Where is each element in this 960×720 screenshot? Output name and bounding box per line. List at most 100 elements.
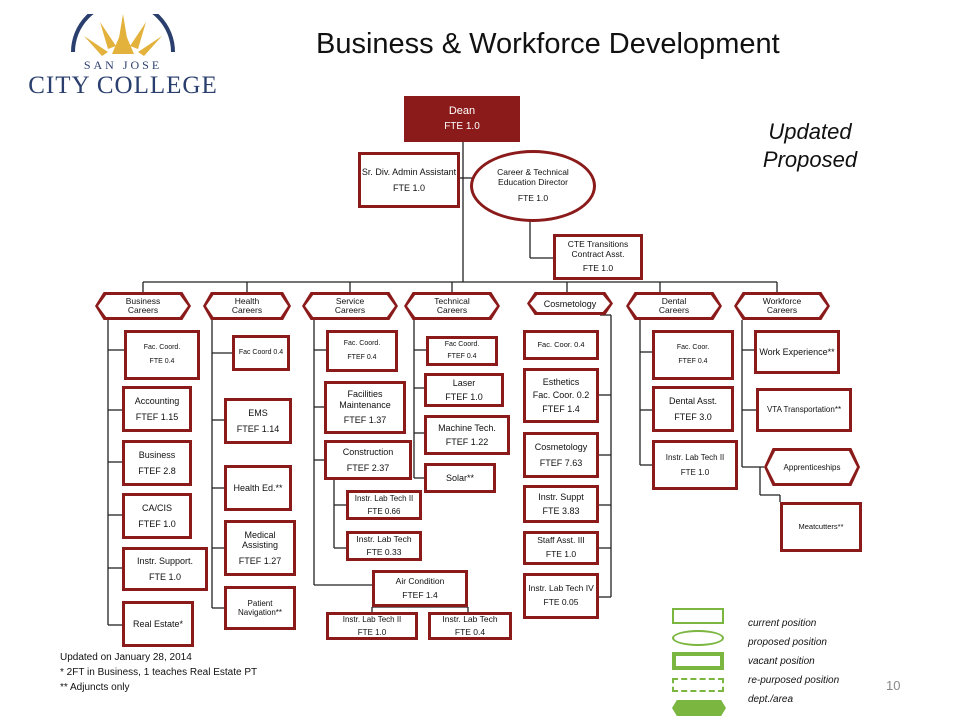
position-fte: FTEF 7.63 (539, 457, 583, 468)
position-title: Instr. Lab Tech II (342, 615, 402, 625)
position-title-2: Fac. Coor. 0.2 (532, 390, 590, 401)
position-fte: FTE 1.0 (545, 549, 577, 559)
admin-assistant-title: Sr. Div. Admin Assistant (361, 166, 457, 177)
position-title: EMS (248, 408, 268, 419)
position-fte: FTEF 1.37 (343, 415, 387, 426)
position-title: Dental Asst. (668, 396, 718, 407)
area-business-label: Business Careers (125, 295, 161, 315)
position-fte: FTEF 1.4 (542, 403, 580, 414)
workforce-work-experience: Work Experience** (754, 330, 840, 374)
position-title: Patient Navigation** (237, 598, 283, 617)
cosmetology-lab-tech-iv: Instr. Lab Tech IV FTE 0.05 (523, 573, 599, 619)
business-instr-support: Instr. Support. FTE 1.0 (122, 547, 208, 591)
cte-transitions-box: CTE Transitions Contract Asst. FTE 1.0 (553, 234, 643, 280)
position-title: CA/CIS (141, 503, 172, 514)
position-title: Laser (452, 377, 476, 388)
dean-fte: FTE 1.0 (444, 121, 480, 133)
technical-fac-coord: Fac Coord. FTEF 0.4 (426, 336, 498, 366)
area-dental-label: Dental Careers (658, 295, 690, 315)
position-fte: FTE 0.33 (366, 546, 402, 557)
workforce-meatcutters: Meatcutters** (780, 502, 862, 552)
college-logo: SAN JOSE CITY COLLEGE (28, 0, 218, 106)
updated-note: Updated on January 28, 2014 (60, 652, 192, 663)
legend-current-swatch (672, 608, 724, 624)
service-construction: Construction FTEF 2.37 (324, 440, 412, 480)
cosmetology-staff-asst: Staff Asst. III FTE 1.0 (523, 531, 599, 565)
area-service-label: Service Careers (334, 295, 366, 315)
business-business: Business FTEF 2.8 (122, 440, 192, 486)
health-patient-navigation: Patient Navigation** (224, 586, 296, 630)
stamp-line-1: Updated (768, 119, 852, 144)
dental-fac-coor: Fac. Coor. FTEF 0.4 (652, 330, 734, 380)
position-fte: FTE 1.0 (357, 627, 387, 637)
admin-assistant-box: Sr. Div. Admin Assistant FTE 1.0 (358, 152, 460, 208)
business-ca-cis: CA/CIS FTEF 1.0 (122, 493, 192, 539)
position-fte: FTEF 2.8 (138, 465, 176, 476)
position-fte: FTE 1.0 (148, 571, 181, 582)
page-number: 10 (886, 678, 901, 693)
position-title: Instr. Lab Tech II (665, 453, 725, 463)
position-fte: FTE 0.4 (454, 626, 486, 637)
position-title: Facilities Maintenance (339, 389, 391, 410)
position-fte: FTEF 1.27 (238, 555, 282, 566)
cte-director-title: Career & Technical Education Director (497, 167, 569, 188)
area-cosmetology: Cosmetology (527, 292, 613, 315)
position-title: Fac. Coor. (676, 344, 710, 352)
health-health-ed: Health Ed.** (224, 465, 292, 511)
position-title: Meatcutters** (798, 521, 844, 531)
status-stamp: Updated Proposed (750, 118, 870, 173)
position-title: Fac. Coord. (143, 343, 181, 351)
business-real-estate: Real Estate* (122, 601, 194, 647)
legend-label-repurposed: re-purposed position (748, 675, 840, 686)
position-fte: FTE 3.83 (542, 506, 580, 516)
cosmetology-cosmetology: Cosmetology FTEF 7.63 (523, 432, 599, 478)
position-fte: FTE 1.0 (680, 467, 710, 477)
cosmetology-instr-suppt: Instr. Suppt FTE 3.83 (523, 485, 599, 523)
legend-repurposed-swatch (672, 678, 724, 692)
area-service-careers: Service Careers (302, 292, 398, 320)
legend-vacant-swatch (672, 652, 724, 670)
area-technical-label: Technical Careers (434, 295, 470, 315)
footnotes: Updated on January 28, 2014 * 2FT in Bus… (60, 650, 257, 695)
position-fte: FTEF 1.4 (402, 589, 438, 600)
service-lab-tech-ii-a: Instr. Lab Tech II FTE 0.66 (346, 490, 422, 520)
area-workforce-careers: Workforce Careers (734, 292, 830, 320)
position-fte: FTEF 2.37 (346, 462, 390, 473)
dental-lab-tech-ii: Instr. Lab Tech II FTE 1.0 (652, 440, 738, 490)
area-health-label: Health Careers (231, 295, 263, 315)
position-fte: FTE 0.4 (149, 358, 175, 365)
page-title: Business & Workforce Development (316, 28, 780, 60)
health-medical-assisting: Medical Assisting FTEF 1.27 (224, 520, 296, 576)
position-fte: FTEF 1.0 (445, 392, 483, 402)
health-fac-coord: Fac Coord 0.4 (232, 335, 290, 371)
legend-proposed-swatch (672, 630, 724, 646)
cosmetology-esthetics: Esthetics Fac. Coor. 0.2 FTEF 1.4 (523, 368, 599, 423)
footnote-2: ** Adjuncts only (60, 682, 130, 693)
position-title: Solar** (445, 472, 474, 483)
cte-transitions-title: CTE Transitions Contract Asst. (567, 239, 629, 260)
position-title: Staff Asst. III (537, 535, 585, 546)
dental-dental-asst: Dental Asst. FTEF 3.0 (652, 386, 734, 432)
position-fte: FTEF 0.4 (678, 357, 708, 365)
technical-solar: Solar** (424, 463, 496, 493)
position-title: Machine Tech. (438, 422, 496, 433)
legend-label-dept: dept./area (748, 694, 794, 705)
position-title: Instr. Suppt (538, 491, 584, 502)
position-title: Fac Coord. (444, 340, 480, 348)
service-facilities-maintenance: Facilities Maintenance FTEF 1.37 (324, 381, 406, 434)
cte-director-fte: FTE 1.0 (517, 192, 549, 203)
position-title: Instr. Lab Tech (442, 613, 498, 624)
service-fac-coord: Fac. Coord. FTEF 0.4 (326, 330, 398, 372)
position-title: Instr. Lab Tech IV (528, 583, 594, 594)
service-lab-tech-ii-b: Instr. Lab Tech II FTE 1.0 (326, 612, 418, 640)
business-fac-coord: Fac. Coord. FTE 0.4 (124, 330, 200, 380)
area-business-careers: Business Careers (95, 292, 191, 320)
position-title: Cosmetology (534, 442, 588, 453)
area-health-careers: Health Careers (203, 292, 291, 320)
position-fte: FTEF 1.14 (236, 423, 280, 434)
workforce-apprenticeships: Apprenticeships (764, 448, 860, 486)
logo-text-main: CITY COLLEGE (28, 72, 218, 99)
position-title: VTA Transportation** (766, 405, 842, 415)
position-title: Work Experience** (759, 346, 835, 357)
position-fte: FTEF 1.0 (138, 518, 176, 529)
